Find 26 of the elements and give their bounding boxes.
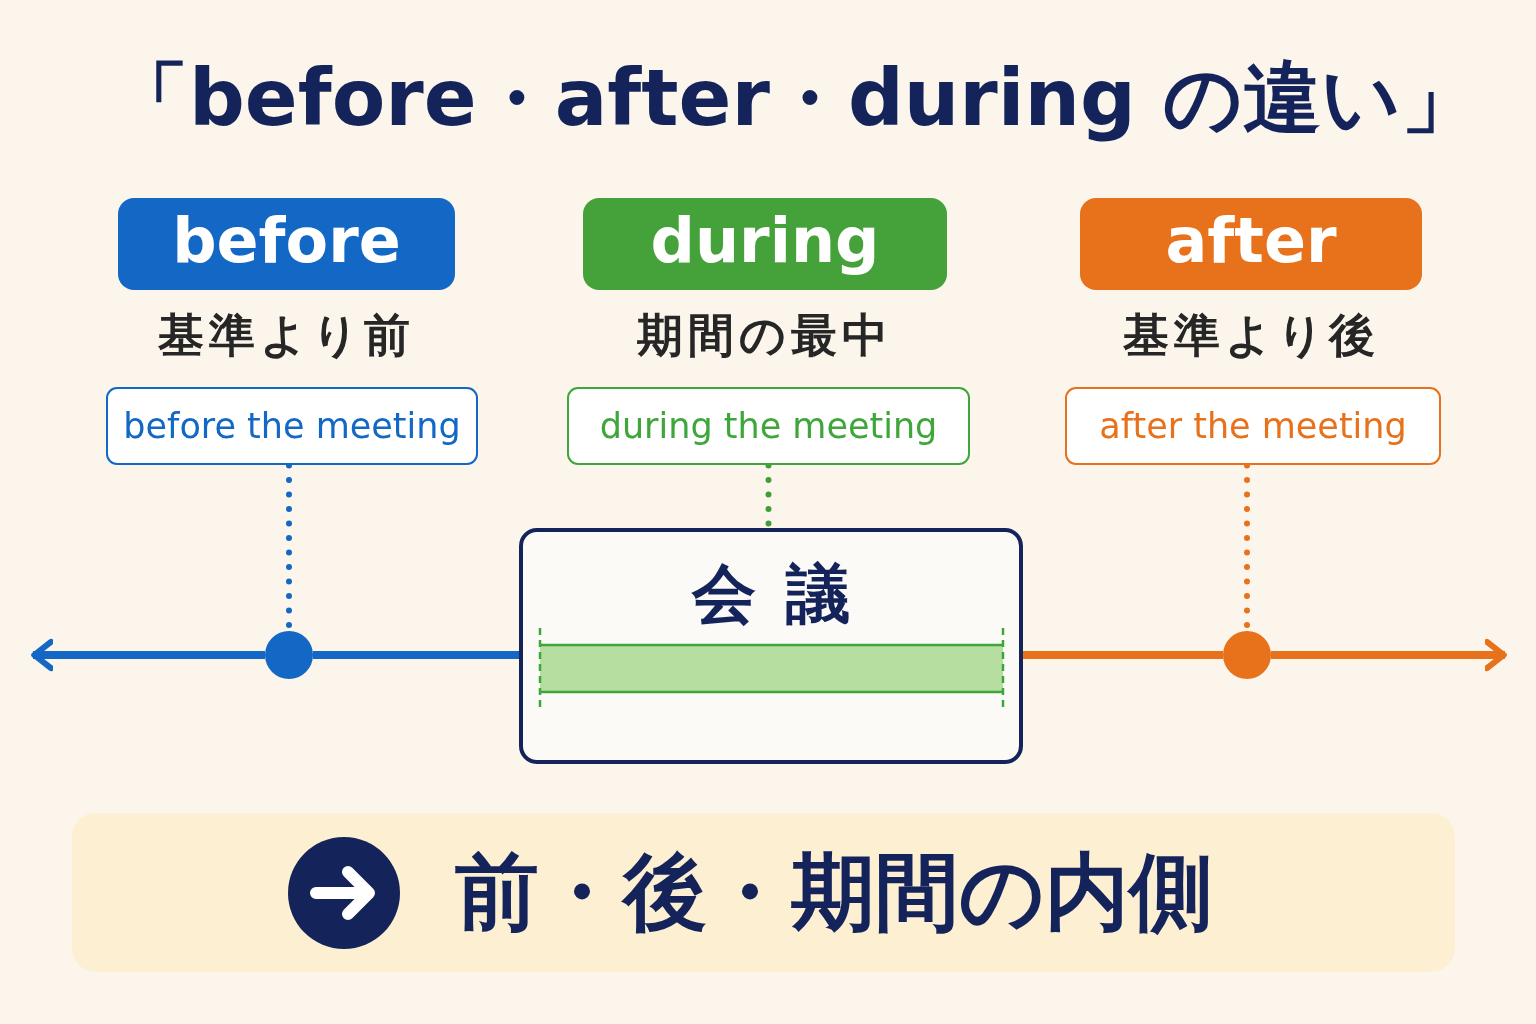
term-word: during bbox=[650, 206, 880, 276]
meeting-box bbox=[519, 528, 1023, 764]
term-word: after bbox=[1165, 206, 1337, 276]
title: 「before・after・during の違い」 bbox=[111, 52, 1479, 145]
term-header bbox=[583, 198, 947, 290]
timeline-dot bbox=[1223, 631, 1271, 679]
timeline-line bbox=[1023, 651, 1223, 659]
summary-banner bbox=[72, 813, 1455, 972]
phrase-text: before the meeting bbox=[123, 405, 461, 447]
timeline-arrow bbox=[1271, 638, 1507, 672]
term-header bbox=[118, 198, 455, 290]
meeting-label: 会議 bbox=[692, 558, 880, 632]
phrase-text: after the meeting bbox=[1099, 405, 1407, 447]
phrase-box bbox=[567, 387, 970, 465]
description-text: 基準より後 bbox=[1122, 308, 1380, 364]
timeline-arrow bbox=[31, 638, 265, 672]
phrase-box bbox=[1065, 387, 1441, 465]
term-header bbox=[1080, 198, 1422, 290]
timeline-line bbox=[313, 651, 519, 659]
summary-text: 前・後・期間の内側 bbox=[455, 844, 1213, 941]
term-word: before bbox=[172, 206, 401, 276]
timeline-dot bbox=[265, 631, 313, 679]
phrase-box bbox=[106, 387, 478, 465]
description-text: 期間の最中 bbox=[637, 308, 893, 364]
phrase-text: during the meeting bbox=[599, 405, 938, 447]
description-text: 基準より前 bbox=[158, 308, 415, 364]
